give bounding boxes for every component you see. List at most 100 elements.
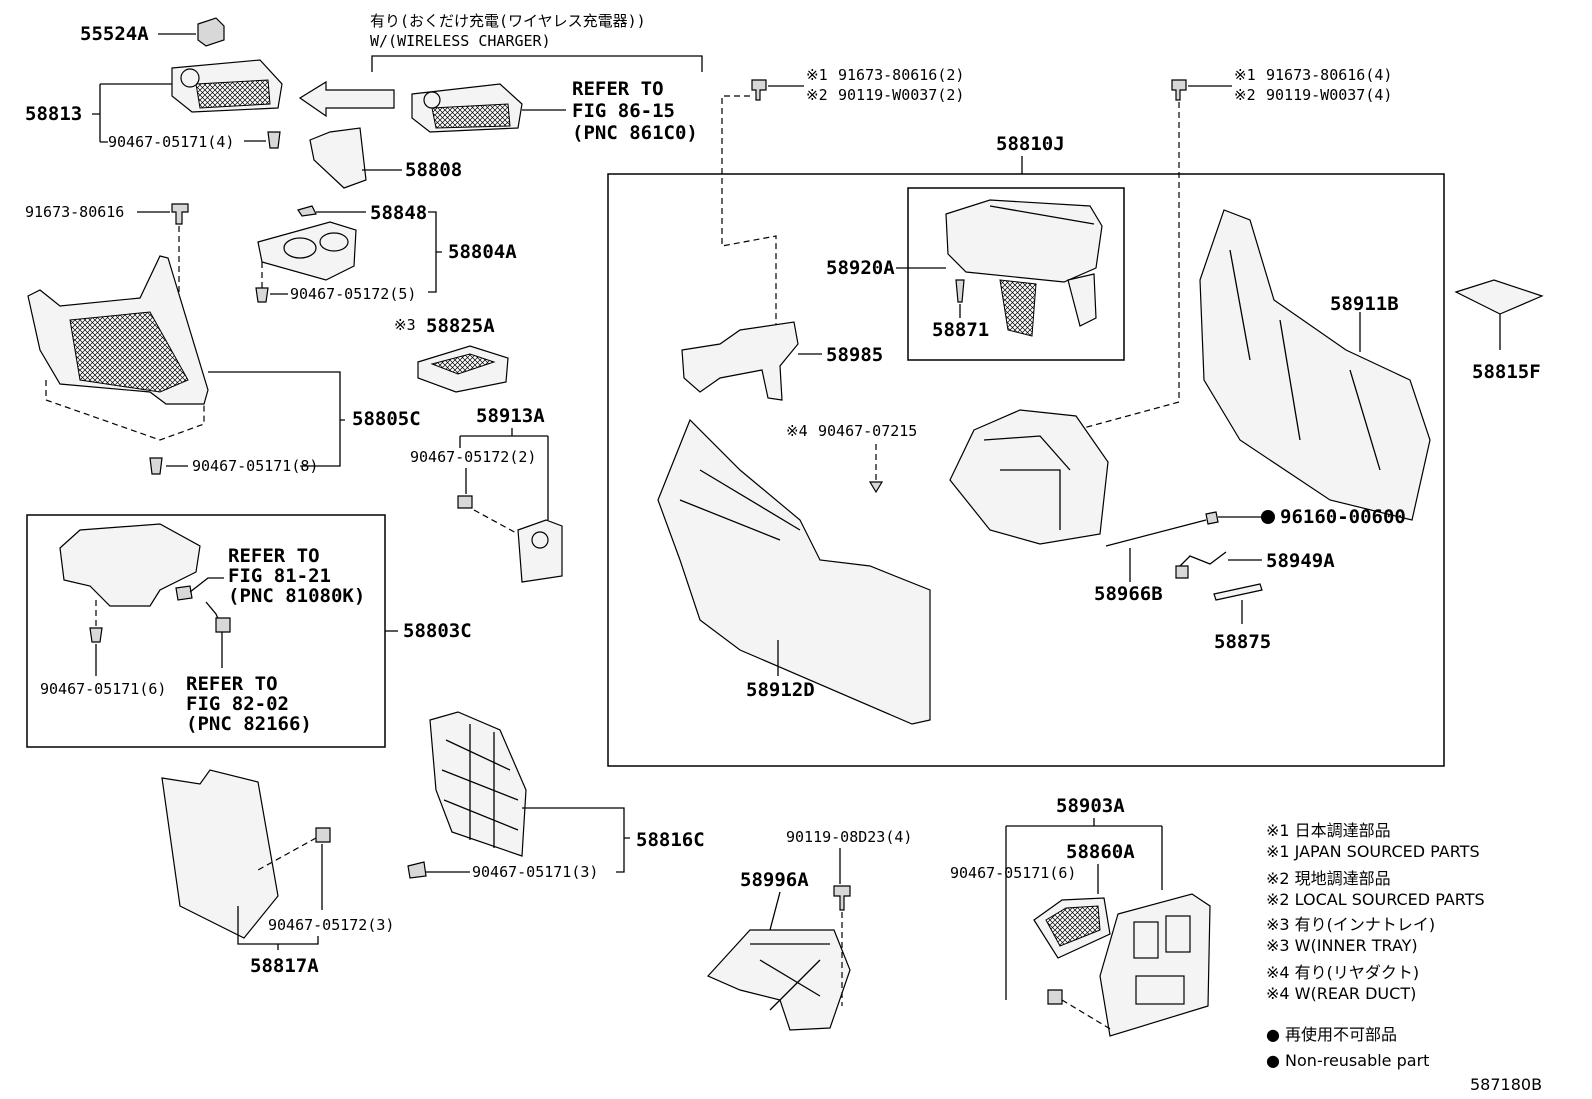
label-58913A[interactable]: 58913A: [476, 405, 545, 427]
label-58920A[interactable]: 58920A: [826, 257, 895, 279]
label-91673-80616[interactable]: 91673-80616: [25, 203, 124, 221]
label-90467-05171-6b[interactable]: 90467-05171(6): [950, 864, 1076, 882]
legend-2: ※1 JAPAN SOURCED PARTS: [1266, 842, 1480, 861]
label-96160-00600[interactable]: 96160-00600: [1280, 506, 1406, 528]
label-58813[interactable]: 58813: [25, 103, 82, 125]
part-58813-pad: [195, 79, 271, 109]
label-90467-07215[interactable]: 90467-07215: [818, 422, 917, 440]
label-58996A[interactable]: 58996A: [740, 869, 809, 891]
part-charger-knob: [423, 91, 441, 109]
label-58825A[interactable]: 58825A: [426, 315, 495, 337]
label-58810J[interactable]: 58810J: [996, 133, 1065, 155]
label-90467-05171-8[interactable]: 90467-05171(8): [192, 457, 318, 475]
label-58815F[interactable]: 58815F: [1472, 361, 1541, 383]
legend-7: ※4 有り(リヤダクト): [1266, 963, 1419, 982]
part-58912D-panel: [657, 418, 931, 725]
label-90119-08D23[interactable]: 90119-08D23(4): [786, 828, 912, 846]
part-58803C-connector: [175, 585, 193, 601]
clip-f7: [407, 861, 427, 879]
label-58949A[interactable]: 58949A: [1266, 550, 1335, 572]
legend-6: ※3 W(INNER TRAY): [1266, 936, 1418, 955]
leader-58996A: [769, 891, 781, 931]
group-tray-upper: 55524A 58813 90467-05171(4) 有り(おくだけ充電(ワイ…: [25, 12, 703, 189]
label-58875[interactable]: 58875: [1214, 631, 1271, 653]
arrow-icon: [298, 80, 395, 118]
note-jp: 有り(おくだけ充電(ワイヤレス充電器)): [370, 12, 646, 30]
label-58860A[interactable]: 58860A: [1066, 841, 1135, 863]
bracket-58903A: [1005, 818, 1163, 1000]
ref2-line3[interactable]: (PNC 81080K): [228, 585, 365, 607]
part-96160-clip: [1205, 511, 1219, 525]
label-58903A[interactable]: 58903A: [1056, 795, 1125, 817]
label-90467-05172-5[interactable]: 90467-05172(5): [290, 285, 416, 303]
label-58966B[interactable]: 58966B: [1094, 583, 1163, 605]
label-s1b[interactable]: 90119-W0037(2): [838, 86, 964, 104]
group-58810J: 58810J 58920A 58871 58985 58912D ※4 9046…: [607, 133, 1445, 767]
label-58808[interactable]: 58808: [405, 159, 462, 181]
ref2-line2[interactable]: FIG 81-21: [228, 565, 331, 587]
ref1-line3[interactable]: (PNC 861C0): [572, 122, 698, 144]
part-58911B-panel: [1199, 209, 1431, 521]
bracket-note: [371, 55, 703, 72]
clip-f8: [315, 827, 331, 843]
mark-s2a: ※1: [1234, 66, 1256, 84]
label-90467-05171-4[interactable]: 90467-05171(4): [108, 133, 234, 151]
label-90467-05171-3[interactable]: 90467-05171(3): [472, 863, 598, 881]
part-58860A-grille: [1045, 905, 1101, 947]
bolt-s1: [751, 79, 767, 101]
part-58808-boot: [309, 127, 367, 189]
leader-ref3: [205, 601, 223, 668]
legend-4: ※2 LOCAL SOURCED PARTS: [1266, 890, 1485, 909]
legend-10: ● Non-reusable part: [1266, 1051, 1429, 1070]
label-90467-05172-2[interactable]: 90467-05172(2): [410, 448, 536, 466]
group-fasteners-center: ※1 91673-80616(2) ※2 90119-W0037(2) ※1 9…: [721, 66, 1392, 431]
part-58920A-hinge-l: [999, 279, 1037, 337]
label-58817A[interactable]: 58817A: [250, 955, 319, 977]
part-58913A-plate: [517, 519, 563, 583]
group-58805C: 91673-80616 58805C 90467-05171(8): [25, 203, 421, 475]
clip-f3: [255, 287, 269, 303]
part-58911B-ribs: [1229, 249, 1381, 471]
dash-58805C: [45, 380, 205, 441]
part-58949A-clip: [1175, 565, 1189, 579]
group-58817A: 90467-05172(3) 58817A: [161, 769, 394, 977]
mark-f11: ※4: [786, 422, 808, 440]
label-90467-05171-6a[interactable]: 90467-05171(6): [40, 680, 166, 698]
label-58871[interactable]: 58871: [932, 319, 989, 341]
label-58805C[interactable]: 58805C: [352, 408, 421, 430]
legend-3: ※2 現地調達部品: [1266, 869, 1391, 888]
clip-f11: [868, 481, 884, 494]
mark-s2b: ※2: [1234, 86, 1256, 104]
part-58813-knob: [180, 68, 200, 88]
label-58985[interactable]: 58985: [826, 344, 883, 366]
group-58816C: 58816C 90467-05171(3): [407, 711, 705, 881]
leader-58813: [92, 83, 178, 143]
label-s2b[interactable]: 90119-W0037(4): [1266, 86, 1392, 104]
label-90467-05172-3[interactable]: 90467-05172(3): [268, 916, 394, 934]
label-58803C[interactable]: 58803C: [403, 620, 472, 642]
ref3-line2[interactable]: FIG 82-02: [186, 693, 289, 715]
clip-f1: [267, 131, 281, 149]
part-58803C-bracket: [59, 523, 201, 607]
label-s1a[interactable]: 91673-80616(2): [838, 66, 964, 84]
label-58911B[interactable]: 58911B: [1330, 293, 1399, 315]
dash-f8: [257, 837, 317, 871]
ref2-line1[interactable]: REFER TO: [228, 545, 320, 567]
label-s2a[interactable]: 91673-80616(4): [1266, 66, 1392, 84]
ref1-line1[interactable]: REFER TO: [572, 78, 664, 100]
label-58912D[interactable]: 58912D: [746, 679, 815, 701]
ref1-line2[interactable]: FIG 86-15: [572, 100, 675, 122]
label-55524A[interactable]: 55524A: [80, 23, 149, 45]
label-58816C[interactable]: 58816C: [636, 829, 705, 851]
part-console-box-detail: [983, 435, 1071, 530]
ref3-line1[interactable]: REFER TO: [186, 673, 278, 695]
part-58816C-ribs: [441, 724, 519, 848]
clip-f4: [149, 457, 163, 475]
part-58966B-rod: [1105, 519, 1207, 547]
part-58903A-vent2: [1165, 915, 1191, 953]
group-58913A: 58913A 90467-05172(2): [410, 405, 563, 583]
label-58804A[interactable]: 58804A: [448, 241, 517, 263]
ref3-line3[interactable]: (PNC 82166): [186, 713, 312, 735]
label-58848[interactable]: 58848: [370, 202, 427, 224]
